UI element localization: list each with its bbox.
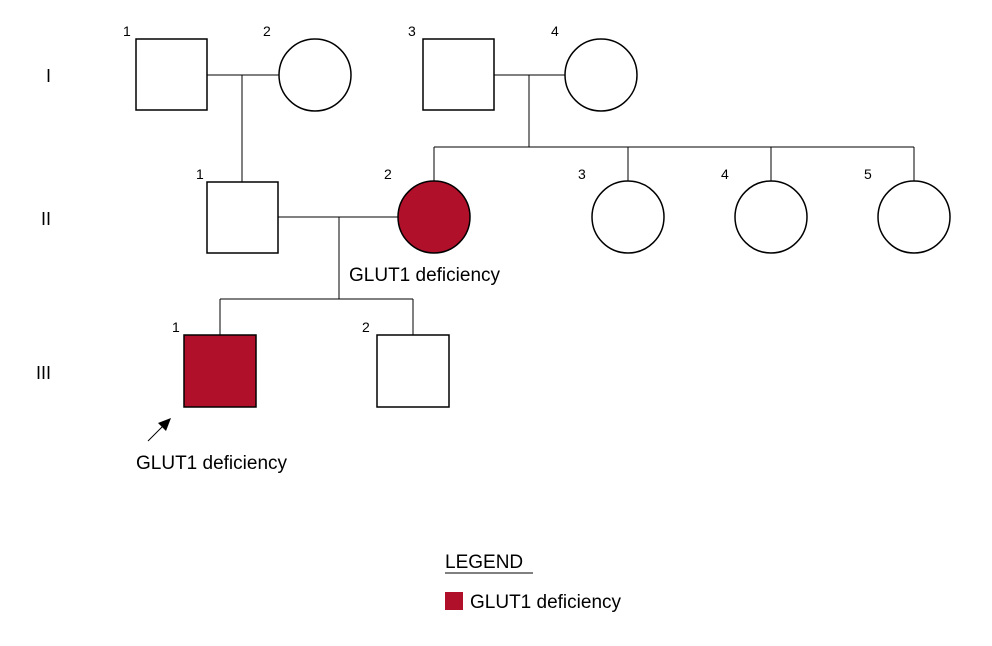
individual-ii1-male <box>206 181 279 254</box>
individual-i2-female <box>278 38 352 112</box>
diagnosis-label-ii2: GLUT1 deficiency <box>349 265 501 286</box>
individual-iii1-male-affected <box>183 334 257 408</box>
individual-i4-female <box>564 38 638 112</box>
individual-number-iii1: 1 <box>172 319 180 335</box>
legend-swatch-affected <box>445 592 463 610</box>
individual-number-i1: 1 <box>123 23 131 39</box>
individual-iii2-male <box>376 334 450 408</box>
individual-i3-male <box>422 38 495 111</box>
individual-number-i2: 2 <box>263 23 271 39</box>
individual-number-ii2: 2 <box>384 166 392 182</box>
individual-number-ii3: 3 <box>578 166 586 182</box>
legend-label-glut1-deficiency: GLUT1 deficiency <box>470 592 622 613</box>
legend-title: LEGEND <box>445 552 523 573</box>
legend: LEGEND GLUT1 deficiency <box>445 552 622 613</box>
individual-number-ii1: 1 <box>196 166 204 182</box>
generation-label-i: I <box>46 66 51 86</box>
proband-arrow-icon <box>147 418 171 442</box>
individual-ii4-female <box>734 180 808 254</box>
individual-ii5-female <box>877 180 951 254</box>
individual-number-ii4: 4 <box>721 166 729 182</box>
generation-label-iii: III <box>36 363 51 383</box>
individual-ii2-female-affected <box>397 180 471 254</box>
connection-lines <box>207 74 915 335</box>
individual-ii3-female <box>591 180 665 254</box>
generation-label-ii: II <box>41 209 51 229</box>
individual-number-ii5: 5 <box>864 166 872 182</box>
individual-number-i4: 4 <box>551 23 559 39</box>
individual-number-iii2: 2 <box>362 319 370 335</box>
individual-i1-male <box>135 38 208 111</box>
diagnosis-label-iii1: GLUT1 deficiency <box>136 453 288 474</box>
individual-number-i3: 3 <box>408 23 416 39</box>
